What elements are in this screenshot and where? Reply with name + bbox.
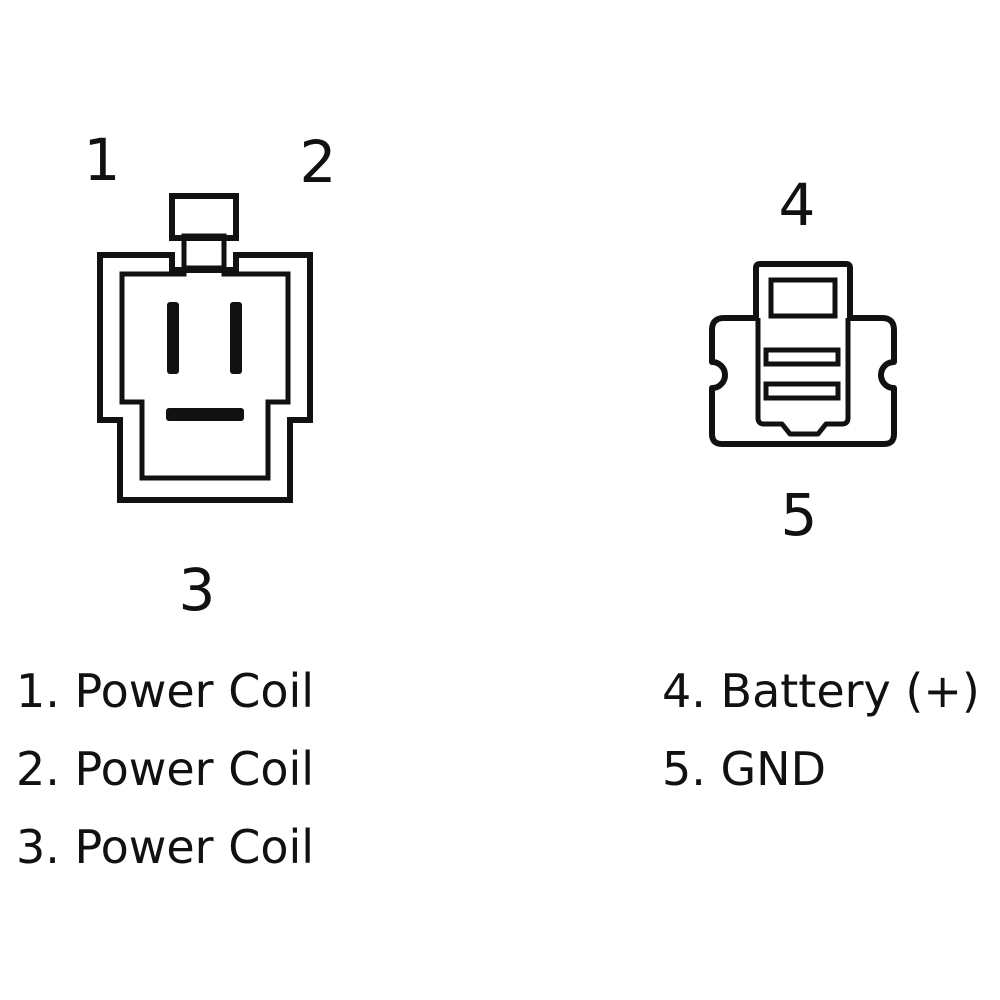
three-pin-connector — [97, 193, 313, 503]
legend-item: 4. Battery (+) — [662, 664, 980, 718]
legend-left: 1. Power Coil 2. Power Coil 3. Power Coi… — [16, 652, 314, 886]
legend-item: 5. GND — [662, 742, 826, 796]
pin-4-terminal — [763, 347, 841, 367]
pin-label-3: 3 — [179, 556, 216, 624]
pin-label-2: 2 — [300, 128, 337, 196]
legend-item: 2. Power Coil — [16, 742, 315, 796]
pin-label-4: 4 — [779, 171, 816, 239]
pin-1-terminal — [167, 302, 179, 374]
pin-3-terminal — [166, 408, 244, 421]
legend-item: 3. Power Coil — [16, 820, 315, 874]
connector-b-cavity — [755, 318, 851, 437]
latch-tab — [169, 193, 239, 241]
connector-b-body — [709, 261, 897, 447]
legend-item: 1. Power Coil — [16, 664, 315, 718]
pin-label-1: 1 — [84, 126, 121, 194]
pin-2-terminal — [230, 302, 242, 374]
two-pin-connector — [709, 261, 897, 447]
pin-5-terminal — [763, 381, 841, 401]
connector-b-window — [768, 277, 838, 319]
connector-inner-housing — [119, 265, 291, 481]
pin-label-5: 5 — [781, 481, 818, 549]
legend-right: 4. Battery (+) 5. GND — [662, 652, 980, 808]
connector-outer-housing — [97, 252, 313, 503]
